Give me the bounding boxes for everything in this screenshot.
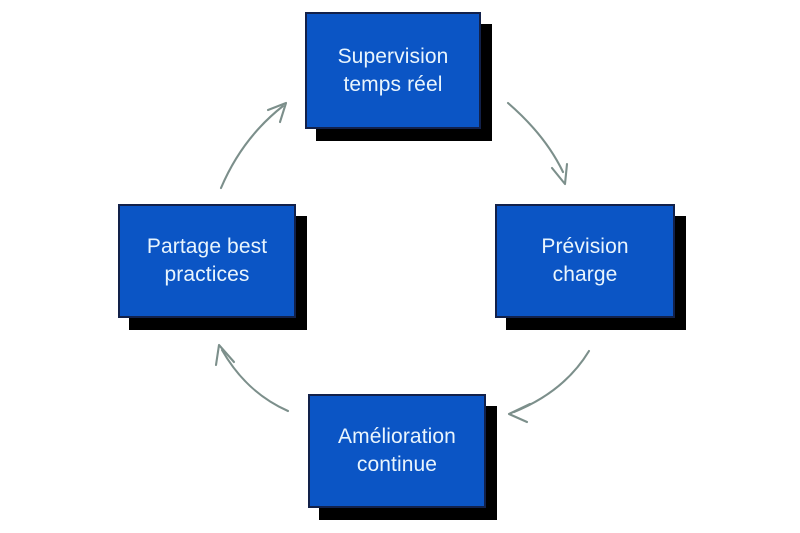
node-prevision-charge[interactable]: Prévision charge — [495, 204, 675, 318]
node-label: Prévision charge — [541, 235, 629, 286]
arrow-supervision-to-prevision — [506, 101, 569, 186]
node-label: Partage best practices — [146, 235, 268, 286]
node-amelioration-continue[interactable]: Amélioration continue — [308, 394, 486, 508]
arrow-prevision-to-amelioration — [507, 349, 591, 424]
node-partage-best-practices[interactable]: Partage best practices — [118, 204, 296, 318]
node-supervision-temps-reel[interactable]: Supervision temps réel — [305, 12, 481, 129]
node-label: Supervision temps réel — [337, 44, 449, 96]
arrow-amelioration-to-partage — [214, 343, 290, 413]
node-label: Amélioration continue — [338, 425, 456, 476]
arrow-partage-to-supervision — [219, 101, 288, 190]
